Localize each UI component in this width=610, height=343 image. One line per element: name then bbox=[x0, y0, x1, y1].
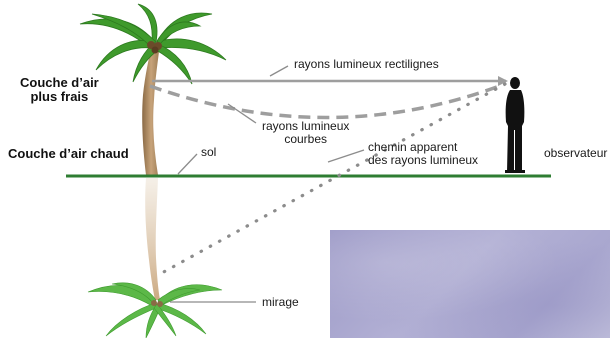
leader-straight-rays bbox=[270, 66, 288, 76]
sky-photo-texture bbox=[330, 230, 610, 338]
ground-label: sol bbox=[201, 146, 216, 159]
mirage-label: mirage bbox=[262, 296, 299, 309]
inverted-palm-tree-icon bbox=[88, 178, 222, 338]
person-silhouette-icon bbox=[505, 77, 525, 173]
observer-label: observateur bbox=[544, 147, 607, 160]
curved-rays-path bbox=[150, 84, 505, 118]
upper-air-layer-label: Couche d’air plus frais bbox=[20, 76, 99, 105]
apparent-path-label-line2: des rayons lumineux bbox=[368, 154, 478, 167]
upper-air-layer-label-line2: plus frais bbox=[20, 90, 99, 104]
apparent-path-label: chemin apparent des rayons lumineux bbox=[368, 141, 478, 167]
curved-rays-label: rayons lumineux courbes bbox=[262, 120, 349, 146]
lower-air-layer-label: Couche d’air chaud bbox=[8, 147, 129, 161]
leader-ground bbox=[178, 154, 197, 174]
straight-rays-label: rayons lumineux rectilignes bbox=[294, 58, 439, 71]
sky-photo bbox=[330, 230, 610, 338]
leader-apparent-path bbox=[328, 150, 364, 162]
upper-air-layer-label-line1: Couche d’air bbox=[20, 76, 99, 90]
curved-rays-label-line2: courbes bbox=[262, 133, 349, 146]
